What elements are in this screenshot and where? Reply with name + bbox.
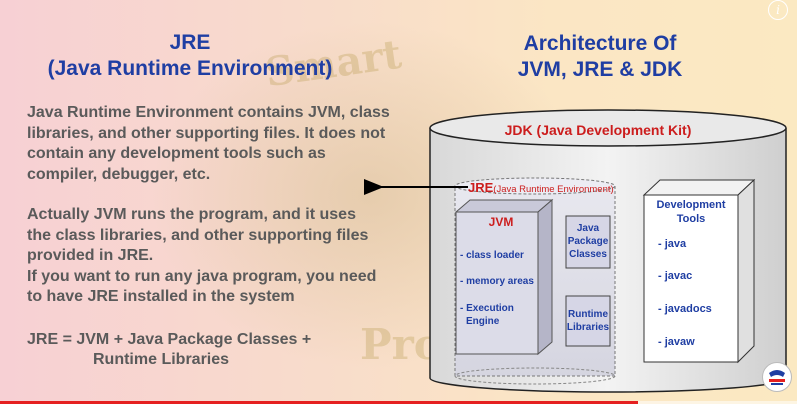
runtime-libraries-line: Runtime bbox=[568, 309, 608, 320]
formula-line1: JRE = JVM + Java Package Classes + bbox=[27, 331, 312, 348]
para1-line: libraries, and other supporting files. I… bbox=[27, 124, 386, 142]
java-package-line: Classes bbox=[569, 249, 607, 260]
para1-line: compiler, debugger, etc. bbox=[27, 165, 211, 183]
dev-tool-javaw: - javaw bbox=[658, 336, 695, 348]
development-tools-box bbox=[642, 178, 756, 364]
jre-label: JRE(Java Runtime Environment) bbox=[468, 180, 614, 195]
jre-description-paragraph: Java Runtime Environment contains JVM, c… bbox=[27, 103, 390, 185]
dev-tools-title-line2: Tools bbox=[676, 213, 706, 225]
jvm-item-execution: - Execution bbox=[460, 303, 514, 314]
runtime-libraries-box bbox=[565, 295, 611, 347]
para2-line: If you want to run any java program, you… bbox=[27, 267, 377, 285]
jvm-title: JVM bbox=[488, 215, 514, 229]
para1-line: Java Runtime Environment contains JVM, c… bbox=[27, 104, 390, 121]
jre-label-sub: (Java Runtime Environment) bbox=[493, 184, 614, 195]
java-package-classes-label: Java Package Classes bbox=[564, 222, 612, 261]
architecture-title-line1: Architecture Of bbox=[523, 32, 677, 55]
para2-line: to have JRE installed in the system bbox=[27, 288, 295, 305]
jdk-label: JDK (Java Development Kit) bbox=[504, 122, 692, 138]
channel-logo[interactable] bbox=[762, 362, 792, 392]
para2-line: the class libraries, and other supportin… bbox=[27, 226, 369, 244]
jre-title-line2: (Java Runtime Environment) bbox=[47, 57, 333, 80]
jvm-item-memory-areas: - memory areas bbox=[460, 276, 534, 287]
java-package-classes-box bbox=[565, 215, 611, 269]
jvm-item-engine: Engine bbox=[466, 316, 500, 327]
dev-tool-java: - java bbox=[658, 238, 687, 250]
runtime-libraries-line: Libraries bbox=[566, 322, 610, 333]
development-tools-title: Development Tools bbox=[646, 198, 736, 226]
jre-title: JRE (Java Runtime Environment) bbox=[20, 30, 360, 82]
architecture-title-line2: JVM, JRE & JDK bbox=[517, 58, 683, 81]
jre-title-line1: JRE bbox=[169, 31, 211, 54]
jvm-item-class-loader: - class loader bbox=[460, 250, 524, 261]
dev-tool-javac: - javac bbox=[658, 270, 693, 282]
dev-tool-javadocs: - javadocs bbox=[658, 303, 712, 315]
para2-line: provided in JRE. bbox=[27, 247, 154, 264]
info-icon[interactable]: i bbox=[768, 0, 788, 20]
para2-line: Actually JVM runs the program, and it us… bbox=[27, 206, 356, 223]
dev-tools-title-line1: Development bbox=[656, 199, 726, 211]
java-package-line: Java bbox=[576, 223, 600, 234]
video-progress-fill[interactable] bbox=[0, 401, 638, 404]
para1-line: contain any development tools such as bbox=[27, 145, 326, 162]
architecture-title: Architecture Of JVM, JRE & JDK bbox=[490, 31, 710, 83]
jvm-box bbox=[454, 198, 554, 356]
formula-line2: Runtime Libraries bbox=[93, 351, 230, 368]
channel-logo-icon bbox=[764, 364, 790, 390]
jre-formula: JRE = JVM + Java Package Classes + Runti… bbox=[27, 330, 311, 370]
java-package-line: Package bbox=[567, 236, 609, 247]
runtime-libraries-label: Runtime Libraries bbox=[564, 308, 612, 334]
jre-label-main: JRE bbox=[468, 180, 494, 195]
jvm-usage-paragraph: Actually JVM runs the program, and it us… bbox=[27, 205, 376, 308]
watermark-text-bottom: Pro bbox=[360, 320, 442, 369]
